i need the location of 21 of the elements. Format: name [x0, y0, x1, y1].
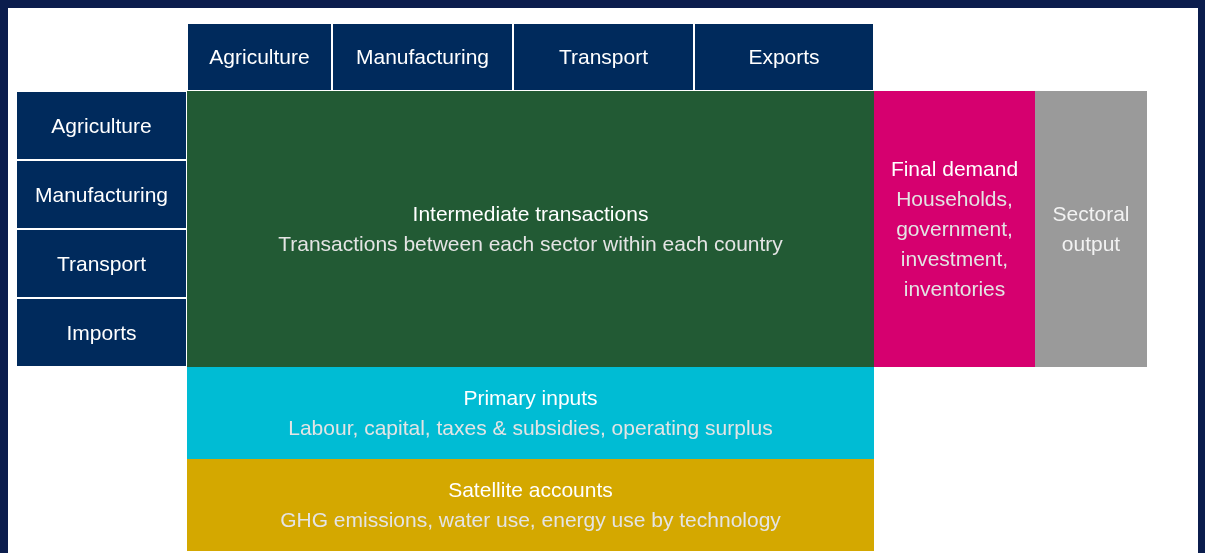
column-header: Transport [513, 23, 694, 91]
row-header: Manufacturing [16, 160, 187, 229]
body-text: Transactions between each sector within each country [278, 231, 783, 257]
row-header: Transport [16, 229, 187, 298]
heading-text: Satellite accounts [448, 477, 613, 503]
column-header: Exports [694, 23, 874, 91]
row-header: Imports [16, 298, 187, 367]
heading-text: Final demand [890, 156, 1019, 182]
satellite-accounts-panel [187, 459, 874, 551]
heading-text: Intermediate transactions [412, 201, 649, 227]
body-text: Households, government, investment, inventories [895, 186, 1014, 302]
heading-text: Primary inputs [463, 385, 598, 411]
sectoral-output-panel: Sectoral output [1035, 91, 1147, 367]
column-header: Agriculture [187, 23, 332, 91]
row-header: Agriculture [16, 91, 187, 160]
intermediate-transactions-panel [187, 91, 874, 367]
column-header: Manufacturing [332, 23, 513, 91]
primary-inputs-panel [187, 367, 874, 459]
body-text: GHG emissions, water use, energy use by technology [280, 507, 781, 533]
final-demand-panel [874, 91, 1035, 367]
body-text: Labour, capital, taxes & subsidies, operating surplus [288, 415, 773, 441]
